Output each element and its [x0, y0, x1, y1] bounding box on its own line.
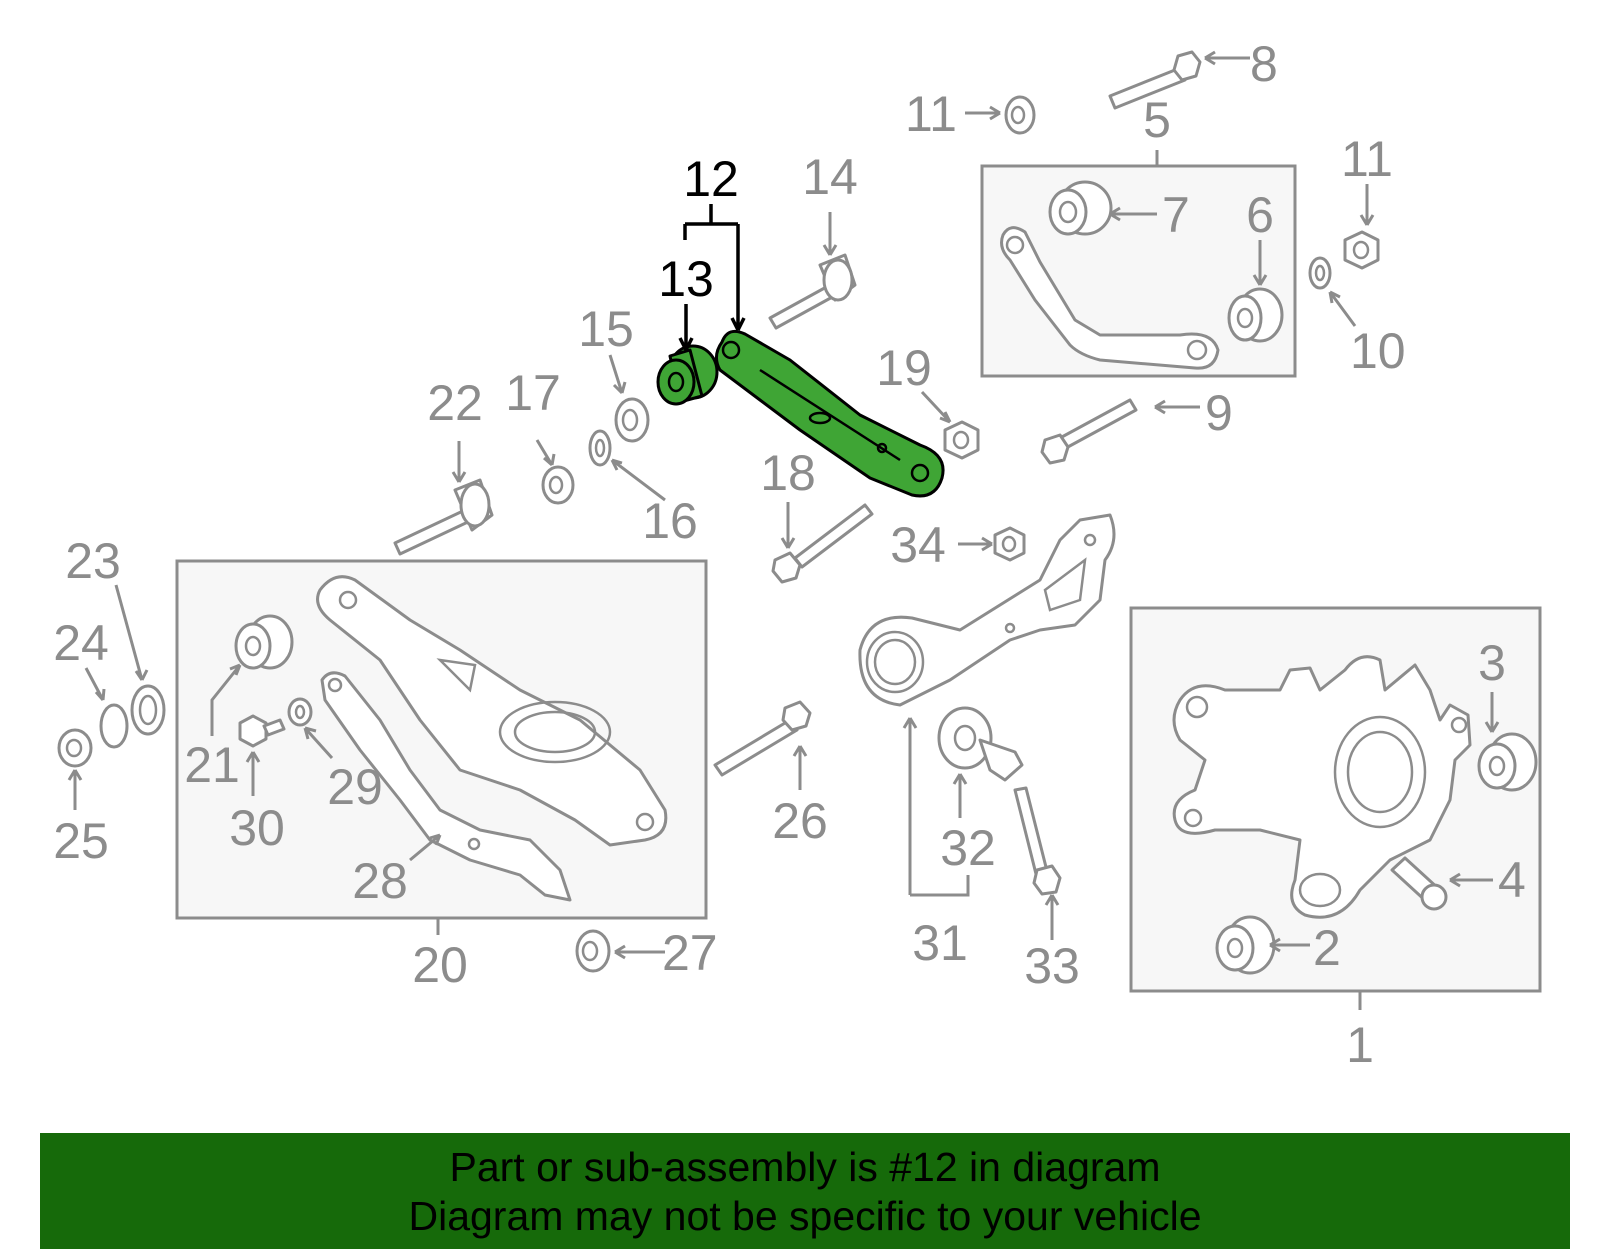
label-30: 30: [229, 800, 285, 856]
bushing-part-3[interactable]: [1477, 732, 1538, 792]
upper-arm-part-5[interactable]: [1000, 226, 1220, 370]
pin-part-4[interactable]: [1390, 856, 1448, 911]
washer-part-23[interactable]: [130, 684, 166, 736]
label-31: 31: [912, 915, 968, 971]
washer-part-24[interactable]: [99, 703, 129, 749]
label-27: 27: [662, 925, 718, 981]
label-9: 9: [1205, 385, 1233, 441]
bolt-part-18[interactable]: [771, 503, 874, 584]
label-21: 21: [184, 737, 240, 793]
bolt-part-33[interactable]: [1013, 786, 1062, 896]
label-17: 17: [505, 365, 561, 421]
banner-line-2: Diagram may not be specific to your vehi…: [408, 1193, 1202, 1239]
bolt-part-22[interactable]: [393, 478, 494, 556]
trailing-arm-part-31[interactable]: [858, 513, 1116, 707]
bolt-part-9[interactable]: [1040, 398, 1138, 465]
label-33: 33: [1024, 938, 1080, 994]
bolt-part-26[interactable]: [713, 700, 812, 777]
label-4: 4: [1498, 852, 1526, 908]
label-26: 26: [772, 793, 828, 849]
lower-arm-part-20[interactable]: [316, 575, 668, 847]
label-34: 34: [890, 517, 946, 573]
lower-control-arm-part-12[interactable]: [715, 329, 945, 498]
label-19: 19: [876, 340, 932, 396]
label-11-top: 11: [905, 86, 957, 142]
label-10: 10: [1350, 323, 1406, 379]
label-3: 3: [1478, 635, 1506, 691]
bushing-part-27[interactable]: [575, 929, 611, 973]
bushing-part-2[interactable]: [1215, 915, 1276, 975]
label-12: 12: [683, 151, 739, 207]
bushing-part-21[interactable]: [234, 614, 294, 670]
label-1: 1: [1346, 1017, 1374, 1073]
washer-part-29[interactable]: [287, 697, 313, 727]
washer-part-16[interactable]: [588, 429, 612, 467]
label-2: 2: [1313, 920, 1341, 976]
label-23: 23: [65, 533, 121, 589]
washer-part-15[interactable]: [614, 397, 650, 443]
label-20: 20: [412, 937, 468, 993]
label-18: 18: [760, 445, 816, 501]
nut-part-25[interactable]: [57, 728, 93, 768]
bushing-part-6[interactable]: [1227, 287, 1284, 343]
label-7: 7: [1162, 187, 1190, 243]
label-29: 29: [327, 759, 383, 815]
info-banner: Part or sub-assembly is #12 in diagram D…: [40, 1133, 1570, 1249]
washer-part-10[interactable]: [1308, 256, 1332, 290]
label-16: 16: [642, 493, 698, 549]
label-8: 8: [1250, 36, 1278, 92]
banner-line-1: Part or sub-assembly is #12 in diagram: [449, 1144, 1161, 1190]
bushing-part-32[interactable]: [937, 706, 1024, 782]
bushing-part-13[interactable]: [656, 344, 719, 406]
nut-part-11-top[interactable]: [1004, 95, 1036, 135]
label-14: 14: [802, 149, 858, 205]
label-6: 6: [1246, 187, 1274, 243]
nut-part-34[interactable]: [993, 526, 1026, 562]
bolt-part-14[interactable]: [768, 253, 857, 330]
knuckle-part-1[interactable]: [1172, 655, 1472, 919]
label-28: 28: [352, 853, 408, 909]
label-32: 32: [940, 820, 996, 876]
bolt-part-8[interactable]: [1108, 50, 1202, 110]
label-24: 24: [53, 615, 109, 671]
nut-part-11-right[interactable]: [1343, 230, 1380, 270]
label-13: 13: [658, 251, 714, 307]
label-22: 22: [427, 375, 483, 431]
label-5: 5: [1143, 92, 1171, 148]
label-11-right: 11: [1341, 131, 1393, 187]
bolt-part-30[interactable]: [238, 714, 286, 748]
label-15: 15: [578, 301, 634, 357]
label-25: 25: [53, 813, 109, 869]
nut-part-19[interactable]: [943, 420, 980, 460]
bushing-part-7[interactable]: [1048, 180, 1113, 236]
parts-diagram: 1 2 3 4 5 6 7 8 9 10 11 11 12 13 14 15 1…: [53, 36, 1542, 1073]
nut-part-17[interactable]: [541, 465, 575, 505]
